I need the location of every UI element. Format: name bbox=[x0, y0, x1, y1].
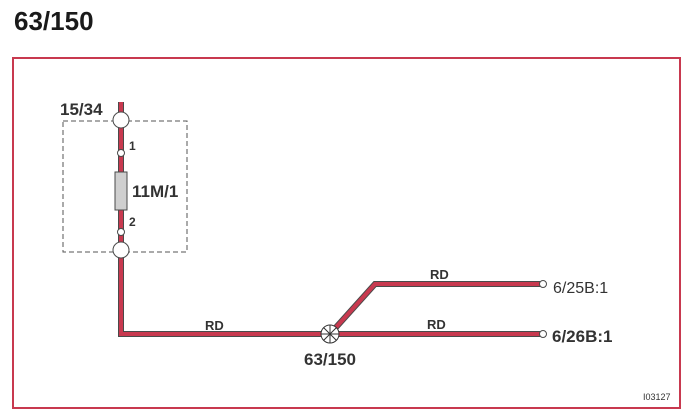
diagram-frame bbox=[12, 57, 681, 409]
wire-color-label-upper: RD bbox=[430, 267, 449, 282]
connector-top-circle bbox=[112, 111, 130, 129]
wire-color-label-lower: RD bbox=[427, 317, 446, 332]
splice-cross-icon bbox=[320, 324, 340, 344]
terminal-6-25b-label: 6/25B:1 bbox=[553, 280, 608, 297]
motor-symbol bbox=[114, 171, 128, 211]
wire-rd-6-25b bbox=[328, 282, 540, 336]
image-code: I03127 bbox=[643, 392, 671, 402]
wire-color-label-main: RD bbox=[205, 318, 224, 333]
connector-bottom-circle bbox=[112, 241, 130, 259]
splice-label: 63/150 bbox=[304, 350, 356, 369]
terminal-6-26b-dot bbox=[539, 330, 547, 338]
terminal-6-26b-label: 6/26B:1 bbox=[552, 327, 612, 346]
pin-bottom-label: 2 bbox=[129, 215, 136, 229]
page-title: 63/150 bbox=[14, 6, 94, 36]
component-name-label: 11M/1 bbox=[132, 182, 178, 201]
pin-top-label: 1 bbox=[129, 139, 136, 153]
pin-1-dot bbox=[117, 149, 125, 157]
wire-outlines bbox=[118, 102, 540, 337]
wire-rd-main bbox=[119, 102, 330, 336]
component-id-label: 15/34 bbox=[60, 100, 103, 119]
wire-cores bbox=[119, 102, 540, 336]
pin-2-dot bbox=[117, 228, 125, 236]
terminal-6-25b-dot bbox=[539, 280, 547, 288]
